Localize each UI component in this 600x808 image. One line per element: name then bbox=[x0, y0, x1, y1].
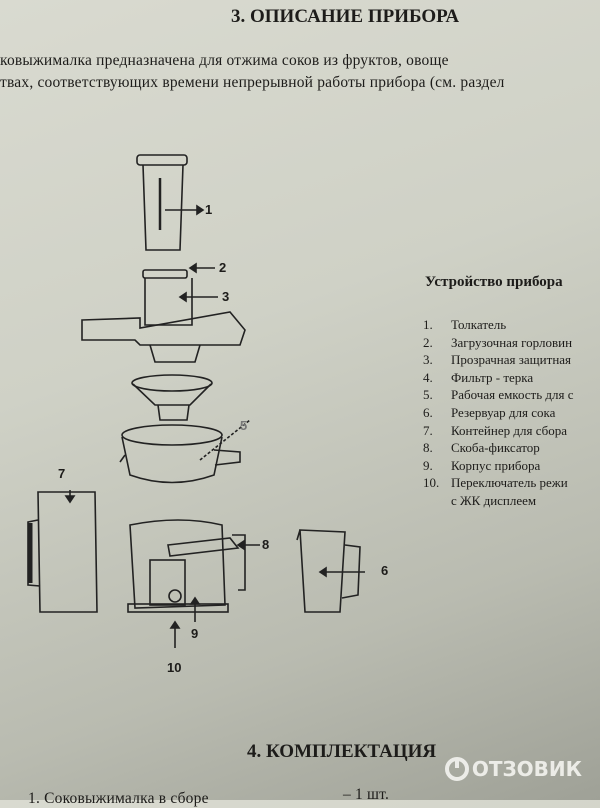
list-item: 7. Контейнер для сбора bbox=[423, 422, 574, 440]
base-body-part bbox=[127, 519, 260, 648]
item-label: Переключатель режи bbox=[451, 475, 568, 491]
list-item: 2. Загрузочная горловин bbox=[423, 334, 574, 352]
otzovik-logo-icon bbox=[444, 757, 469, 781]
filter-part bbox=[131, 374, 213, 421]
kit-item-1: 1. Соковыжималка в сборе bbox=[28, 790, 209, 807]
item-label: Толкатель bbox=[451, 317, 507, 332]
list-item: 5. Рабочая емкость для с bbox=[423, 386, 574, 404]
item-number: 3. bbox=[423, 352, 433, 368]
item-number: 8. bbox=[423, 440, 433, 456]
item-number: 7. bbox=[423, 422, 433, 438]
item-label: Контейнер для сбора bbox=[451, 422, 568, 438]
list-item: 6. Резервуар для сока bbox=[423, 404, 574, 422]
item-number: 9. bbox=[423, 457, 433, 473]
item-number: 1. bbox=[423, 317, 433, 332]
device-parts-list: 1. Толкатель 2. Загрузочная горловин 3. Про… bbox=[423, 316, 574, 510]
intro-line-2: твах, соответствующих времени непрерывно… bbox=[0, 74, 505, 91]
item-label: Резервуар для сока bbox=[451, 404, 556, 420]
diagram-label-1: 1 bbox=[205, 202, 213, 217]
item-label: Рабочая емкость для с bbox=[451, 387, 574, 403]
diagram-label-2: 2 bbox=[219, 260, 227, 275]
bowl-part bbox=[119, 419, 251, 484]
device-heading: Устройство прибора bbox=[425, 274, 563, 290]
diagram-label-3: 3 bbox=[222, 289, 230, 304]
list-item: 3. Прозрачная защитная bbox=[423, 351, 574, 369]
item-number: 4. bbox=[423, 369, 433, 385]
pulp-container-part bbox=[27, 490, 98, 613]
item-label: Загрузочная горловин bbox=[451, 334, 573, 350]
diagram-label-7: 7 bbox=[58, 466, 66, 481]
intro-line-1: ковыжималка предназначена для отжима сок… bbox=[0, 52, 449, 69]
diagram-label-6: 6 bbox=[381, 563, 389, 578]
item-label: Прозрачная защитная bbox=[451, 352, 572, 368]
otzovik-watermark: ОТЗОВИК bbox=[444, 757, 582, 781]
feed-chute-part bbox=[81, 262, 246, 363]
list-item: 10. Переключатель режи bbox=[423, 474, 574, 492]
list-item: 1. Толкатель bbox=[423, 316, 574, 334]
section-3-title: 3. ОПИСАНИЕ ПРИБОРА bbox=[231, 6, 460, 27]
kit-item-1-qty: – 1 шт. bbox=[343, 786, 390, 803]
item-number: 2. bbox=[423, 334, 433, 350]
diagram-label-9: 9 bbox=[191, 626, 199, 641]
watermark-text: ОТЗОВИК bbox=[471, 757, 582, 781]
list-item: 9. Корпус прибора bbox=[423, 457, 574, 475]
item-number: 5. bbox=[423, 387, 433, 403]
list-item: 8. Скоба-фиксатор bbox=[423, 439, 574, 457]
diagram-label-5: 5 bbox=[240, 418, 248, 433]
section-4-title: 4. КОМПЛЕКТАЦИЯ bbox=[247, 741, 437, 762]
list-item-continuation: с ЖК дисплеем bbox=[423, 492, 574, 510]
list-item: 4. Фильтр - терка bbox=[423, 369, 574, 387]
item-label: Фильтр - терка bbox=[451, 369, 534, 385]
diagram-label-8: 8 bbox=[262, 537, 270, 552]
item-number: 10. bbox=[423, 475, 440, 491]
item-label: с ЖК дисплеем bbox=[451, 492, 537, 508]
item-label: Скоба-фиксатор bbox=[451, 440, 540, 456]
item-label: Корпус прибора bbox=[451, 457, 541, 473]
pusher-part bbox=[136, 154, 205, 251]
juice-jug-part bbox=[296, 529, 365, 613]
item-number: 6. bbox=[423, 404, 433, 420]
diagram-label-10: 10 bbox=[167, 660, 182, 675]
